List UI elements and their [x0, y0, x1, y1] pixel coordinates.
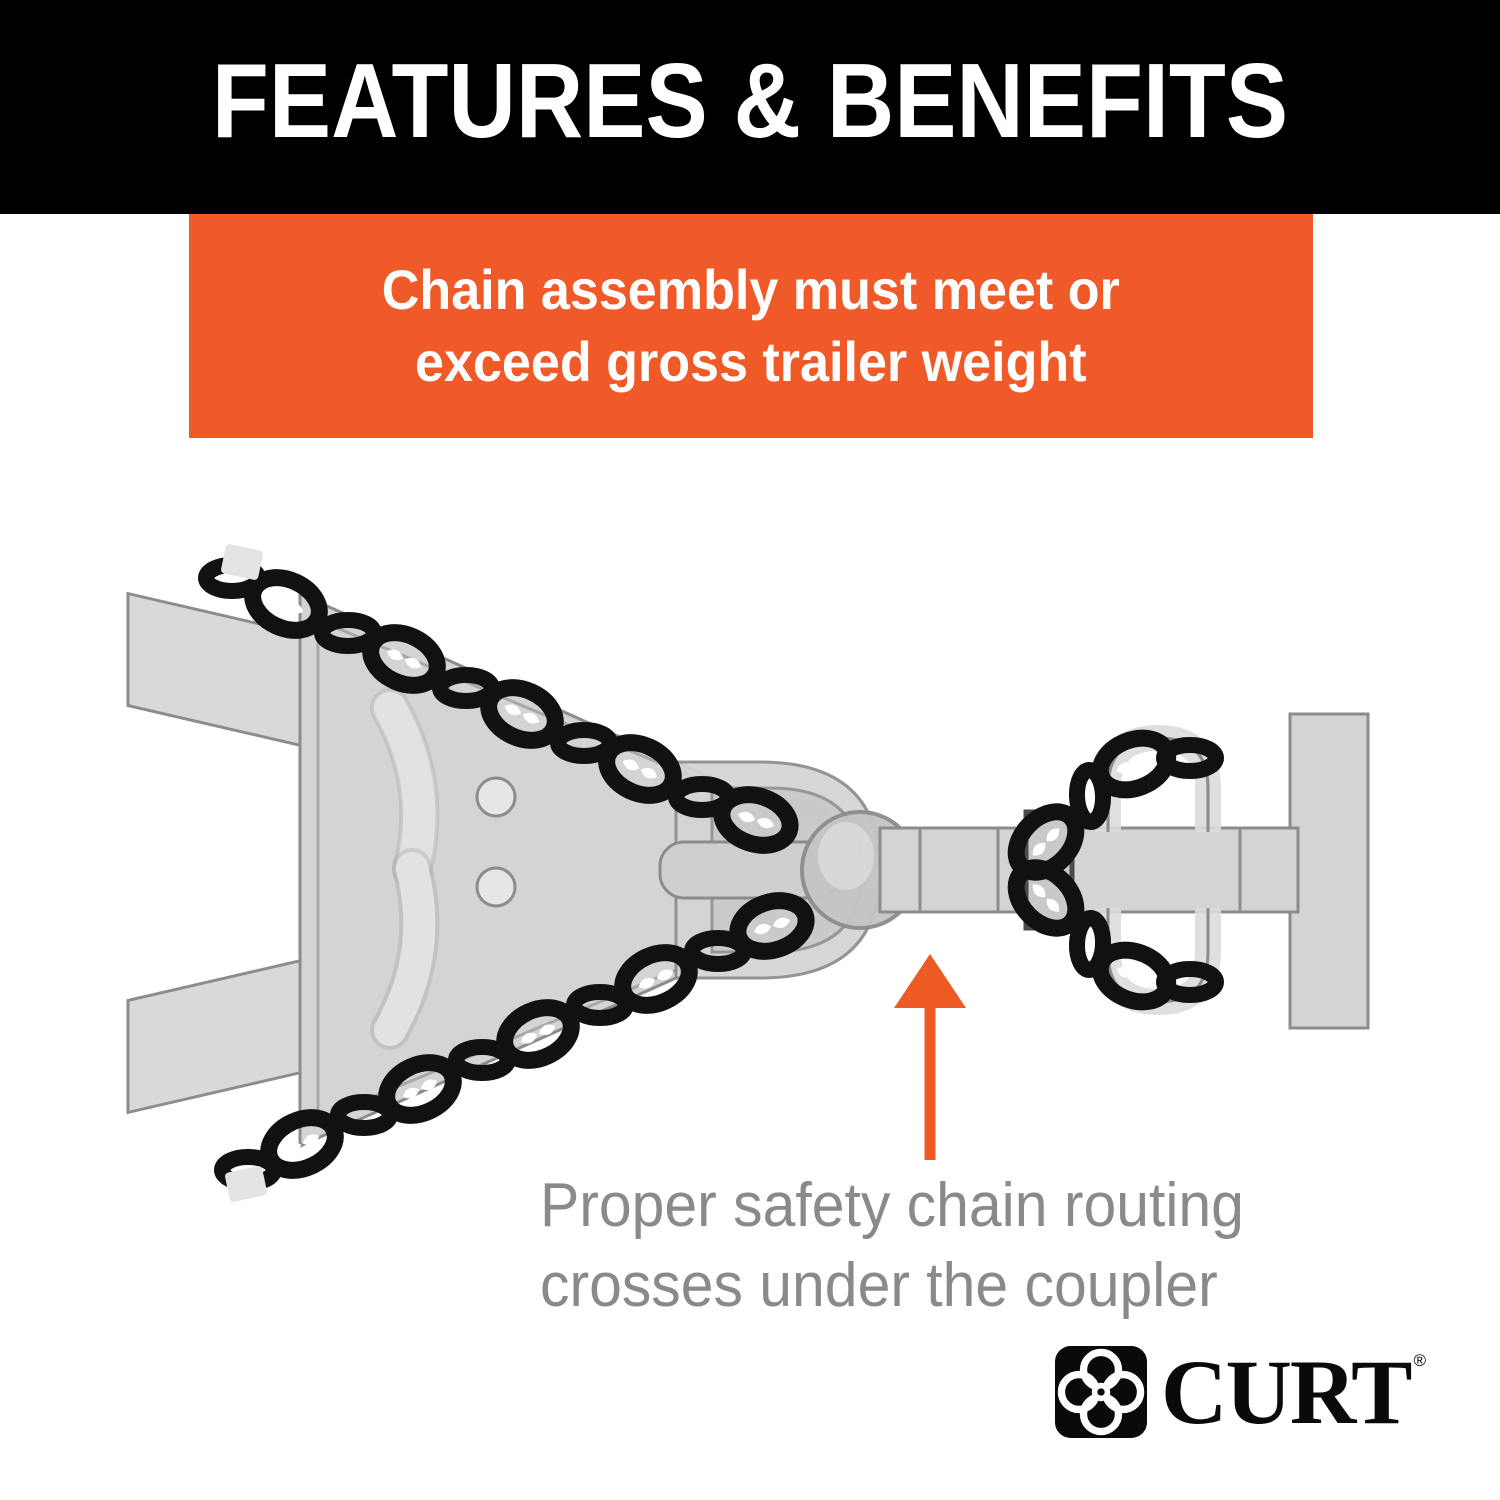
chain-clip-upper [221, 544, 263, 580]
bolt-hole-upper [475, 776, 517, 818]
feature-banner: Chain assembly must meet or exceed gross… [189, 214, 1313, 438]
chain-clip-lower [225, 1166, 267, 1202]
trailer-coupler-illustration [126, 544, 1370, 1202]
curt-wordmark-group: CURT ® [1161, 1346, 1426, 1438]
callout-caption: Proper safety chain routing crosses unde… [540, 1171, 1244, 1320]
trailer-frame-rail-lower [126, 958, 302, 1115]
curt-logo: CURT ® [1055, 1346, 1426, 1438]
curved-slot-upper-fill [374, 692, 436, 886]
feature-banner-text: Chain assembly must meet or exceed gross… [381, 258, 1121, 393]
callout-arrow-icon [894, 954, 966, 1160]
header-band: FEATURES & BENEFITS [0, 0, 1500, 214]
bumper-crossmember [1288, 712, 1370, 1030]
drawbar-to-bumper [1238, 826, 1300, 914]
curt-wordmark: CURT [1161, 1341, 1412, 1443]
bolt-hole-lower [475, 866, 517, 908]
hitch-ball-highlight [818, 822, 874, 890]
page-title: FEATURES & BENEFITS [211, 42, 1289, 160]
registered-trademark-icon: ® [1413, 1351, 1426, 1370]
curved-slot-lower [374, 852, 436, 1046]
curt-clover-logo-icon [1055, 1346, 1148, 1438]
